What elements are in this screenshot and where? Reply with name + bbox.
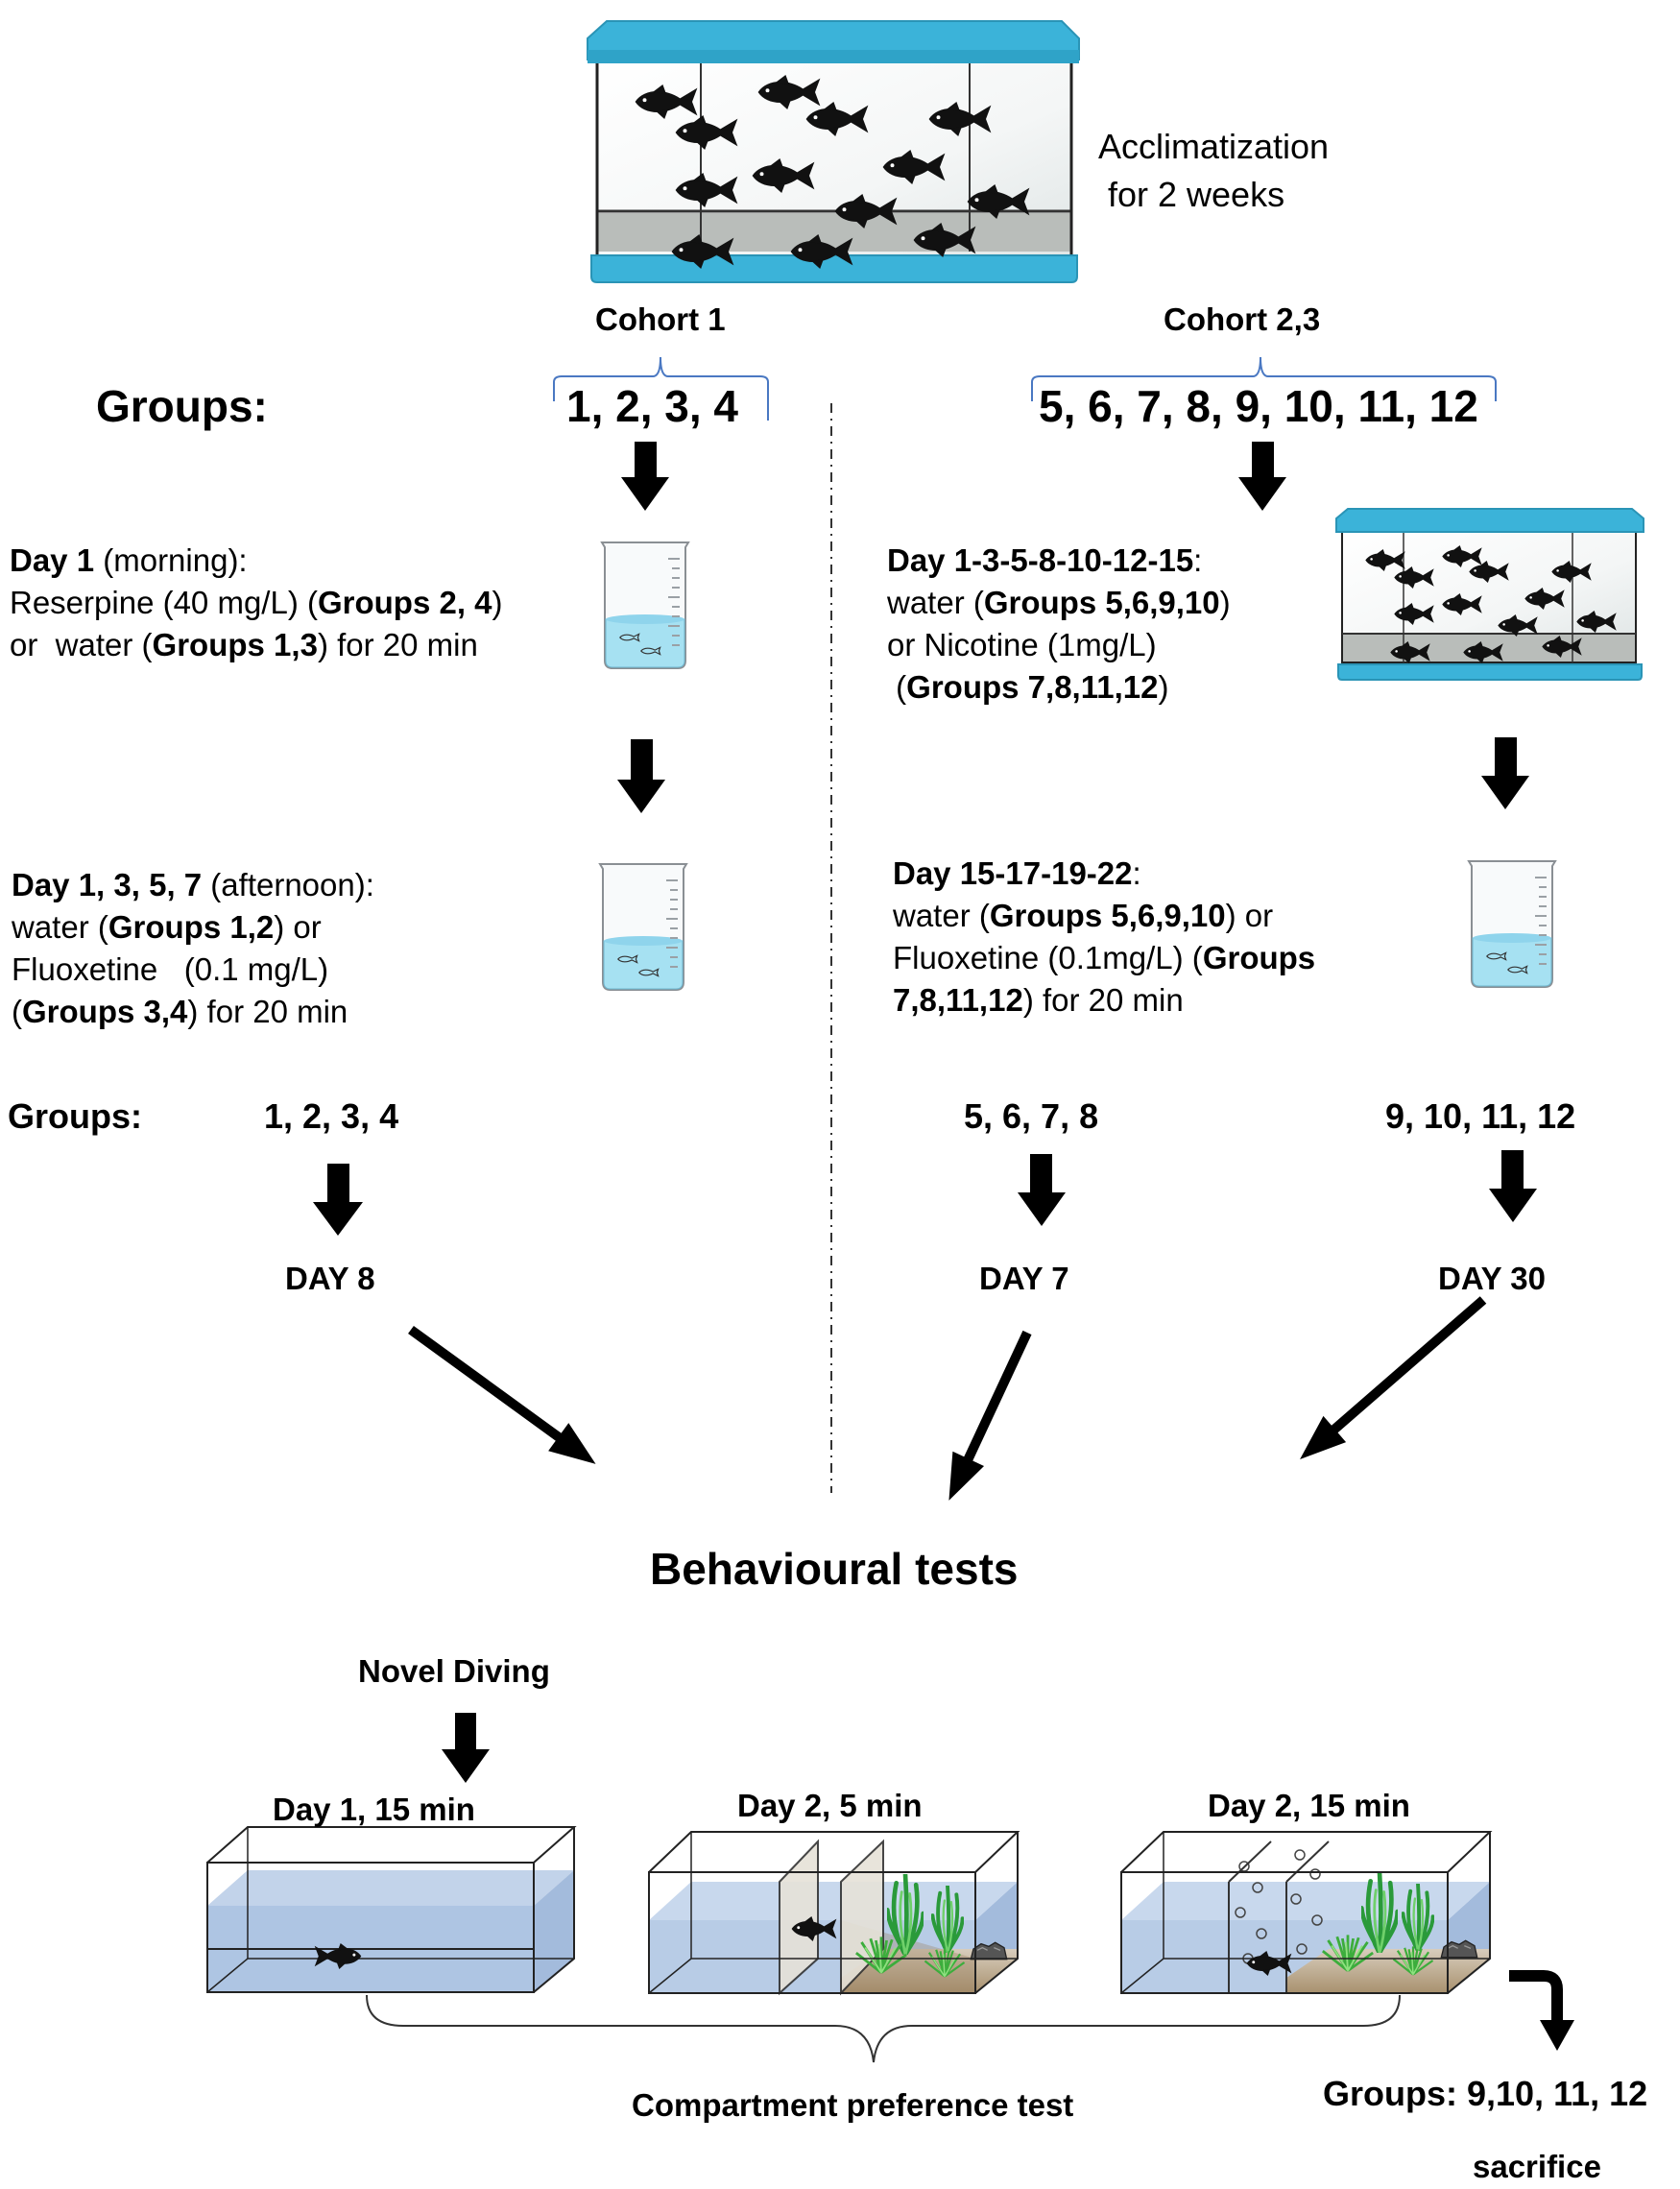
plain-text: ) [1219,584,1231,620]
day1-morning-text: Day 1 (morning):Reserpine (40 mg/L) (Gro… [10,540,503,666]
day1-morning-text-line-1: Day 1 (morning): [10,540,503,582]
beaker-icon-3 [1469,861,1555,987]
day15-22-fluoxetine-text-line-3: Fluoxetine (0.1mg/L) (Groups [893,937,1315,979]
compartment-tank-5min [648,1831,1020,1996]
day1-15-nicotine-text-line-1: Day 1-3-5-8-10-12-15: [887,540,1231,582]
bold-text: Groups 1,2 [108,908,275,945]
bold-text: Groups [1202,939,1316,975]
plain-text: water ( [893,897,990,933]
plain-text: ) [492,584,503,620]
compartment-preference-label: Compartment preference test [632,2087,1074,2123]
day1357-afternoon-text: Day 1, 3, 5, 7 (afternoon):water (Groups… [12,864,374,1033]
beaker-icon-1 [602,542,688,668]
day15-22-fluoxetine-text: Day 15-17-19-22:water (Groups 5,6,9,10) … [893,853,1315,1022]
tank3-label: Day 2, 15 min [1208,1788,1410,1823]
bold-text: Groups 1,3 [152,626,318,662]
cohort-1-label: Cohort 1 [595,301,726,337]
novel-diving-tank [206,1826,577,1993]
day-8-label: DAY 8 [285,1261,375,1296]
day1357-afternoon-text-line-1: Day 1, 3, 5, 7 (afternoon): [12,864,374,906]
day15-22-fluoxetine-text-line-1: Day 15-17-19-22: [893,853,1315,895]
plain-text: Fluoxetine (0.1mg/L) ( [893,939,1203,975]
plain-text: ( [887,668,907,705]
sacrifice-groups-label: Groups: 9,10, 11, 12 [1323,2074,1648,2113]
plain-text: ) or [274,908,322,945]
day1357-afternoon-text-line-4: (Groups 3,4) for 20 min [12,991,374,1033]
nicotine-tank [1335,508,1644,681]
compartment-brace [366,1994,1401,2063]
plain-text: ) [1158,668,1169,705]
plain-text: Fluoxetine (0.1 mg/L) [12,950,329,987]
plain-text: or water ( [10,626,153,662]
plain-text: (morning): [94,542,248,578]
bold-text: Day 1, 3, 5, 7 [12,867,203,902]
plain-text: water ( [12,908,108,945]
bold-text: Groups 2, 4 [317,584,492,620]
acclimatization-tank [587,20,1080,283]
sacrifice-label: sacrifice [1473,2149,1601,2184]
plain-text: ) or [1225,897,1274,933]
plain-text: Reserpine (40 mg/L) ( [10,584,318,620]
bold-text: Day 15-17-19-22 [893,855,1133,891]
groups-label-bottom: Groups: [8,1096,142,1136]
novel-diving-label: Novel Diving [358,1653,550,1689]
plain-text: : [1132,855,1141,891]
groups-left-list: 1, 2, 3, 4 [566,381,739,431]
day1357-afternoon-text-line-2: water (Groups 1,2) or [12,906,374,949]
day-7-label: DAY 7 [979,1261,1069,1296]
bold-text: Groups 7,8,11,12 [906,668,1159,705]
groups-heading: Groups: [96,381,268,431]
behavioural-tests-title: Behavioural tests [650,1544,1019,1594]
bold-text: 7,8,11,12 [893,981,1023,1018]
plain-text: ) for 20 min [317,626,478,662]
plain-text: : [1193,542,1203,578]
day1-morning-text-line-2: Reserpine (40 mg/L) (Groups 2, 4) [10,582,503,624]
converging-arrows [408,1296,1487,1501]
groups-1-4: 1, 2, 3, 4 [264,1096,399,1136]
plain-text: (afternoon): [202,867,374,902]
bold-text: Day 1-3-5-8-10-12-15 [887,542,1194,578]
day1-15-nicotine-text-line-4: (Groups 7,8,11,12) [887,666,1231,709]
cohort-braces [553,356,1497,421]
beaker-icon-2 [600,864,686,990]
compartment-tank-15min [1120,1831,1493,1994]
bold-text: Day 1 [10,542,95,578]
sacrifice-arrow [1509,1970,1574,2051]
bold-text: Groups 5,6,9,10 [989,897,1226,933]
day15-22-fluoxetine-text-line-4: 7,8,11,12) for 20 min [893,979,1315,1022]
bold-text: Groups 3,4 [22,993,188,1029]
plain-text: ) for 20 min [1022,981,1184,1018]
groups-9-12: 9, 10, 11, 12 [1385,1096,1576,1136]
day1-15-nicotine-text: Day 1-3-5-8-10-12-15:water (Groups 5,6,9… [887,540,1231,709]
cohort-23-label: Cohort 2,3 [1164,301,1321,337]
acclimatization-label-line1: Acclimatization [1098,127,1330,166]
acclimatization-label-line2: for 2 weeks [1108,175,1285,214]
groups-5-8: 5, 6, 7, 8 [964,1096,1099,1136]
bold-text: Groups 5,6,9,10 [983,584,1220,620]
groups-right-list: 5, 6, 7, 8, 9, 10, 11, 12 [1039,381,1478,431]
day1-15-nicotine-text-line-2: water (Groups 5,6,9,10) [887,582,1231,624]
down-arrows [313,442,1537,1783]
day1-morning-text-line-3: or water (Groups 1,3) for 20 min [10,624,503,666]
plain-text: ( [12,993,22,1029]
plain-text: ) for 20 min [187,993,348,1029]
day1-15-nicotine-text-line-3: or Nicotine (1mg/L) [887,624,1231,666]
tank2-label: Day 2, 5 min [737,1788,923,1823]
day1357-afternoon-text-line-3: Fluoxetine (0.1 mg/L) [12,949,374,991]
plain-text: water ( [887,584,984,620]
day-30-label: DAY 30 [1438,1261,1546,1296]
day15-22-fluoxetine-text-line-2: water (Groups 5,6,9,10) or [893,895,1315,937]
plain-text: or Nicotine (1mg/L) [887,626,1157,662]
tank1-label: Day 1, 15 min [273,1792,475,1827]
